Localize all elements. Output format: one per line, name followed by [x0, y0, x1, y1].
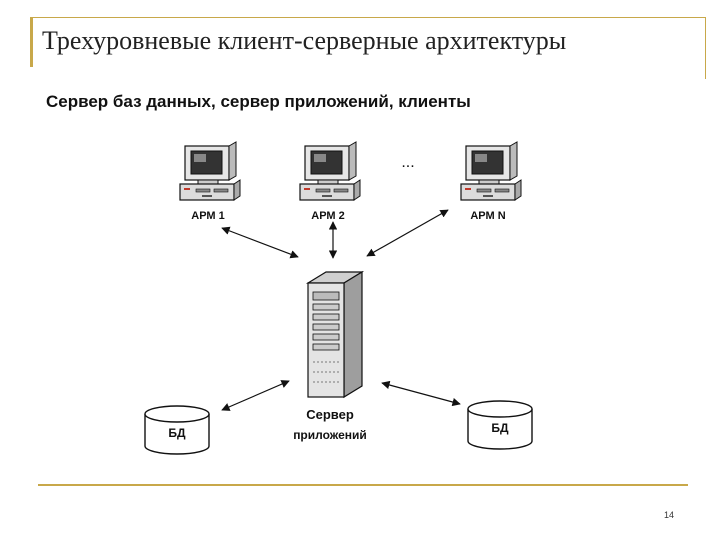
workstation-n-label: АРМ N: [470, 210, 505, 222]
server-label-line1: Сервер: [306, 407, 354, 422]
workstation-2-label: АРМ 2: [311, 210, 344, 222]
arrow-server-db-left: [221, 380, 290, 411]
footer-line: [38, 484, 688, 486]
arrow-server-db-right: [381, 380, 461, 407]
architecture-diagram: АРМ 1 АРМ 2 АРМ N ... Сервер приложений: [144, 141, 533, 455]
slide-title: Трехуровневые клиент-серверные архитекту…: [42, 26, 567, 55]
computer-icon: [179, 141, 241, 201]
frame-right-line: [705, 17, 706, 79]
database-right-label: БД: [491, 421, 509, 435]
database-left: БД: [144, 405, 210, 455]
computer-icon: [299, 141, 361, 201]
page-number: 14: [664, 510, 675, 520]
arrow-arm1-server: [221, 226, 299, 259]
frame-left-bar: [30, 17, 33, 67]
workstation-1-label: АРМ 1: [191, 210, 224, 222]
arrow-armn-server: [366, 209, 449, 257]
workstation-2: АРМ 2: [299, 141, 361, 222]
frame-top-line: [30, 17, 706, 18]
ellipsis: ...: [401, 154, 414, 171]
server-tower-icon: [305, 270, 365, 399]
database-left-label: БД: [168, 426, 186, 440]
database-right: БД: [467, 400, 533, 450]
computer-icon: [460, 141, 522, 201]
workstation-1: АРМ 1: [179, 141, 241, 222]
slide-subtitle: Сервер баз данных, сервер приложений, кл…: [46, 92, 471, 111]
workstation-n: АРМ N: [460, 141, 522, 222]
server-label-line2: приложений: [293, 428, 367, 442]
application-server: Сервер приложений: [293, 270, 367, 442]
